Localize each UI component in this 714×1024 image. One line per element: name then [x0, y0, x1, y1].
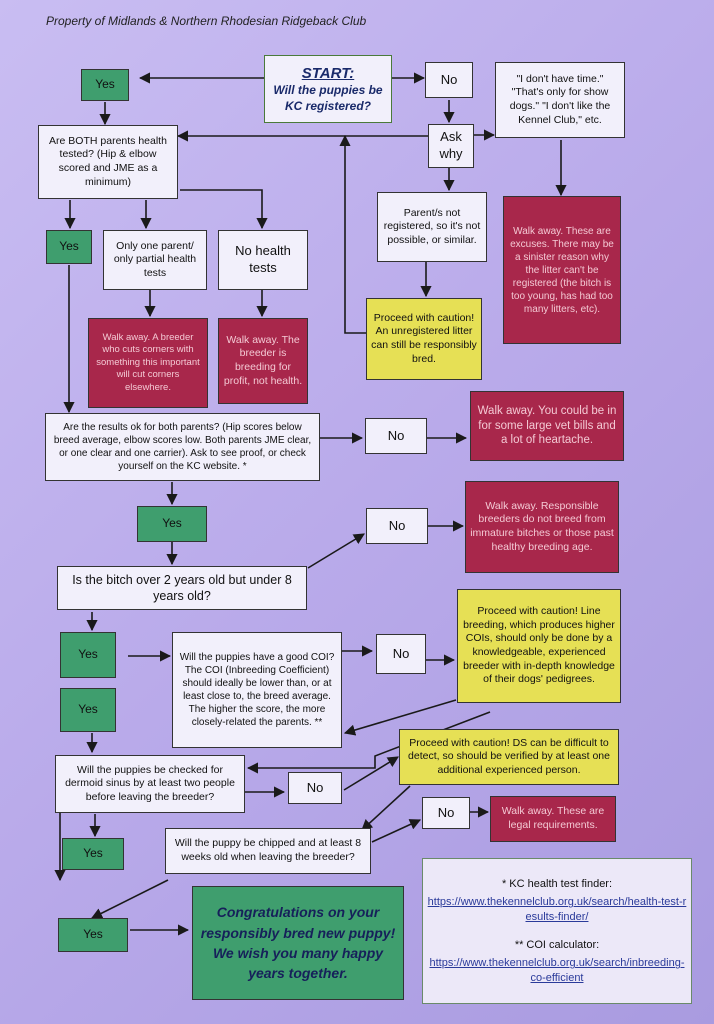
yes-chip: Yes	[58, 918, 128, 952]
yes-results-ok: Yes	[137, 506, 207, 542]
arrow-age-no	[307, 533, 365, 569]
arrow-no-cautionds	[343, 756, 399, 791]
no-chip: No	[422, 797, 470, 829]
results-ok-question: Are the results ok for both parents? (Hi…	[45, 413, 320, 481]
arrow-chip-yes	[90, 879, 169, 919]
arrow-chip-no	[371, 819, 422, 843]
not-registered-box: Parent/s not registered, so it's not pos…	[377, 192, 487, 262]
yes-bitch-age: Yes	[60, 632, 116, 678]
walk-away-cuts-corners: Walk away. A breeder who cuts corners wi…	[88, 318, 208, 408]
one-parent-box: Only one parent/ only partial health tes…	[103, 230, 207, 290]
coi-calculator-label: ** COI calculator:	[514, 939, 600, 951]
ask-why-box: Ask why	[428, 124, 474, 168]
reference-links: * KC health test finder: https://www.the…	[422, 858, 692, 1004]
dermoid-sinus-question: Will the puppies be checked for dermoid …	[55, 755, 245, 813]
yes-coi: Yes	[60, 688, 116, 732]
arrow-cautionds-chip	[361, 785, 411, 831]
bitch-age-question: Is the bitch over 2 years old but under …	[57, 566, 307, 610]
no-bitch-age: No	[366, 508, 428, 544]
yes-kc-registered: Yes	[81, 69, 129, 101]
no-results-ok: No	[365, 418, 427, 454]
start-box: START: Will the puppies be KC registered…	[264, 55, 392, 123]
walk-away-immature: Walk away. Responsible breeders do not b…	[465, 481, 619, 573]
excuses-quote-box: "I don't have time." "That's only for sh…	[495, 62, 625, 138]
yes-both-tested: Yes	[46, 230, 92, 264]
walk-away-vet-bills: Walk away. You could be in for some larg…	[470, 391, 624, 461]
arrow-cautionline-coi	[343, 699, 457, 736]
caution-unregistered: Proceed with caution! An unregistered li…	[366, 298, 482, 380]
coi-question: Will the puppies have a good COI? The CO…	[172, 632, 342, 748]
start-title: START:	[301, 64, 355, 82]
caution-dermoid-sinus: Proceed with caution! DS can be difficul…	[399, 729, 619, 785]
kc-health-test-label: * KC health test finder:	[501, 878, 613, 891]
chip-question: Will the puppy be chipped and at least 8…	[165, 828, 371, 874]
kc-health-test-link[interactable]: https://www.thekennelclub.org.uk/search/…	[427, 896, 687, 923]
walk-away-profit: Walk away. The breeder is breeding for p…	[218, 318, 308, 404]
both-tested-question: Are BOTH parents health tested? (Hip & e…	[38, 125, 178, 199]
no-coi: No	[376, 634, 426, 674]
caution-line-breeding: Proceed with caution! Line breeding, whi…	[457, 589, 621, 703]
arrow-caution-loop	[339, 134, 366, 334]
arrow-both-none	[180, 189, 268, 230]
walk-away-excuses: Walk away. These are excuses. There may …	[503, 196, 621, 344]
walk-away-legal: Walk away. These are legal requirements.	[490, 796, 616, 842]
coi-calculator-link[interactable]: https://www.thekennelclub.org.uk/search/…	[429, 957, 685, 984]
congratulations-box: Congratulations on your responsibly bred…	[192, 886, 404, 1000]
no-health-tests-box: No health tests	[218, 230, 308, 290]
start-question: Will the puppies be KC registered?	[273, 83, 383, 113]
no-kc-registered: No	[425, 62, 473, 98]
yes-dermoid-sinus: Yes	[62, 838, 124, 870]
no-dermoid-sinus: No	[288, 772, 342, 804]
header-ownership: Property of Midlands & Northern Rhodesia…	[46, 14, 367, 28]
